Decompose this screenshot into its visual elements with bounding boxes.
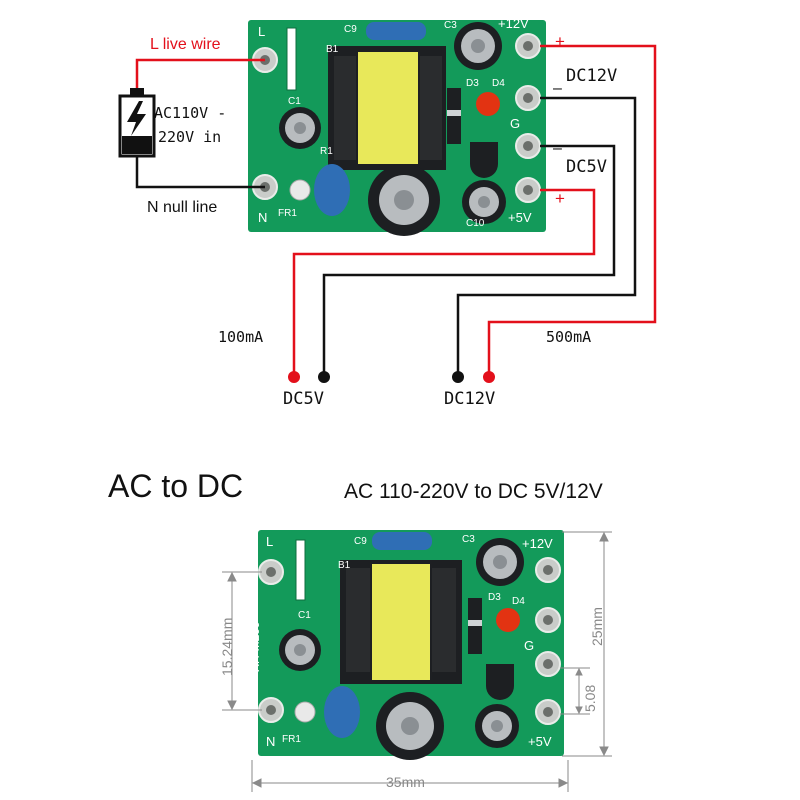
bottom-c3-label: C3 — [462, 534, 475, 545]
bottom-b1-label: B1 — [338, 560, 351, 571]
bottom-model-label: XH-M299 — [248, 621, 262, 672]
top-pin-l-label: L — [258, 24, 266, 39]
plus-5v-sign: + — [555, 189, 565, 208]
dc12v-label: DC12V — [566, 66, 618, 86]
top-fr1-label: FR1 — [278, 208, 297, 219]
current-500ma-label: 500mA — [546, 328, 592, 346]
top-d3-label: D3 — [466, 78, 479, 89]
top-model-label: XH-M299 — [232, 69, 246, 120]
dimension-width-label: 35mm — [386, 774, 425, 790]
bottom-pin-n-label: N — [266, 734, 276, 749]
plus-12v-sign: + — [555, 32, 565, 51]
bottom-d4-label: D4 — [512, 596, 525, 607]
dc12v-negative-terminal — [452, 371, 464, 383]
bottom-pin-12v-label: +12V — [522, 536, 553, 551]
top-c1-label: C1 — [288, 96, 301, 107]
n-null-line-label: N null line — [147, 199, 218, 216]
output-dc12v-label: DC12V — [444, 389, 496, 409]
dimension-height-label: 25mm — [589, 607, 605, 646]
top-r1-label: R1 — [320, 146, 333, 157]
top-wiring — [135, 44, 657, 375]
dc12v-positive-terminal — [483, 371, 495, 383]
top-c3-label: C3 — [444, 20, 457, 31]
top-pin-g-label: G — [510, 116, 521, 131]
ac-input-label-line2: 220V in — [158, 128, 222, 146]
top-pin-n-label: N — [258, 210, 268, 225]
output-dc5v-label: DC5V — [283, 389, 324, 409]
top-pin-5v-label: +5V — [508, 210, 532, 225]
bottom-pin-g-label: G — [524, 638, 535, 653]
headline-left: AC to DC — [108, 468, 244, 504]
dimension-lines — [222, 531, 612, 792]
dc5v-negative-terminal — [318, 371, 330, 383]
l-live-wire-label: L live wire — [150, 36, 221, 53]
bottom-pin-5v-label: +5V — [528, 734, 552, 749]
top-c10-label: C10 — [466, 218, 485, 229]
top-b1-label: B1 — [326, 44, 339, 55]
minus-5v-sign: – — [553, 140, 562, 157]
dimension-pitch-label: 5.08 — [582, 684, 598, 712]
minus-12v-sign: – — [553, 80, 562, 97]
current-100ma-label: 100mA — [218, 328, 264, 346]
top-pin-12v-label: +12V — [498, 16, 529, 31]
headline-right: AC 110-220V to DC 5V/12V — [344, 480, 603, 503]
dc5v-label: DC5V — [566, 157, 607, 177]
top-pcb-board — [248, 20, 546, 236]
bottom-c1-label: C1 — [298, 610, 311, 621]
ac-input-label-line1: AC110V - — [154, 104, 227, 122]
battery-lightning-icon — [118, 88, 156, 158]
top-c9-label: C9 — [344, 24, 357, 35]
bottom-d3-label: D3 — [488, 592, 501, 603]
dimension-pin-spacing-label: 15.24mm — [219, 617, 235, 676]
dc5v-positive-terminal — [288, 371, 300, 383]
top-d4-label: D4 — [492, 78, 505, 89]
bottom-pcb-board — [258, 530, 564, 760]
bottom-pin-l-label: L — [266, 534, 274, 549]
bottom-c9-label: C9 — [354, 536, 367, 547]
bottom-fr1-label: FR1 — [282, 734, 301, 745]
